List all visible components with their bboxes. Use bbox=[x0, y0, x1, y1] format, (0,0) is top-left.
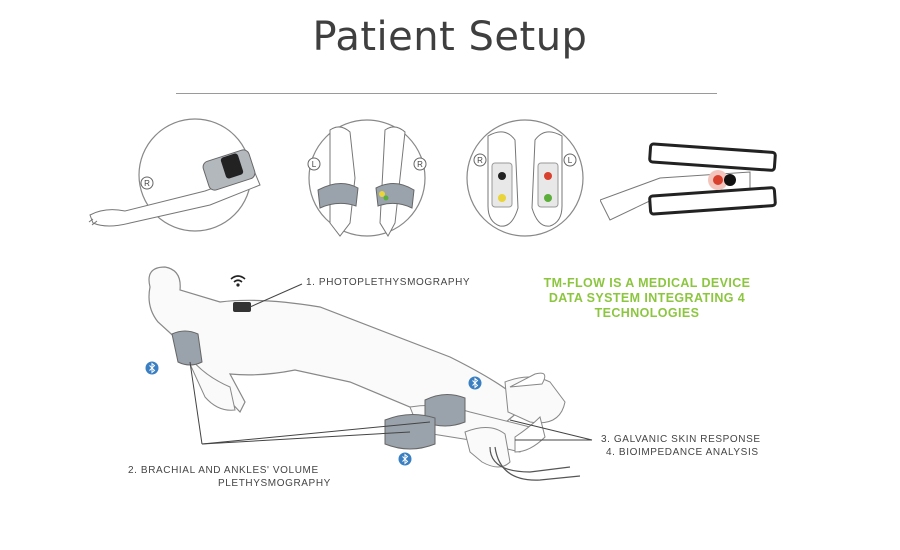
tagline-line1: TM-FLOW IS A MEDICAL DEVICE bbox=[543, 276, 751, 290]
wifi-icon bbox=[230, 275, 246, 287]
ankle-left-label: L bbox=[312, 160, 317, 169]
finger-sensor-illustration bbox=[600, 142, 777, 221]
sole-electrodes-illustration: R L bbox=[466, 119, 584, 237]
tagline-line2: DATA SYSTEM INTEGRATING 4 bbox=[548, 291, 746, 305]
vpg-label-line2: PLETHYSMOGRAPHY bbox=[218, 478, 331, 489]
ppg-label: 1. PHOTOPLETHYSMOGRAPHY bbox=[306, 277, 471, 288]
bluetooth-icon bbox=[398, 452, 412, 466]
page-title: Patient Setup bbox=[312, 14, 588, 60]
arm-side-label: R bbox=[144, 179, 150, 188]
ankle-cuffs-illustration: L R bbox=[307, 119, 427, 238]
patient-body-illustration bbox=[148, 266, 593, 481]
vpg-label-line1: 2. BRACHIAL AND ANKLES' VOLUME bbox=[128, 465, 319, 476]
sole-left-label: R bbox=[477, 156, 483, 165]
bia-label: 4. BIOIMPEDANCE ANALYSIS bbox=[606, 447, 759, 458]
ankle-right-label: R bbox=[417, 160, 423, 169]
tagline-line3: TECHNOLOGIES bbox=[594, 306, 700, 320]
bluetooth-icon bbox=[468, 376, 482, 390]
bluetooth-icon bbox=[145, 361, 159, 375]
arm-cuff-illustration: R bbox=[88, 118, 261, 232]
sole-right-label: L bbox=[568, 156, 573, 165]
gsr-label: 3. GALVANIC SKIN RESPONSE bbox=[601, 434, 761, 445]
title-divider bbox=[176, 93, 717, 94]
